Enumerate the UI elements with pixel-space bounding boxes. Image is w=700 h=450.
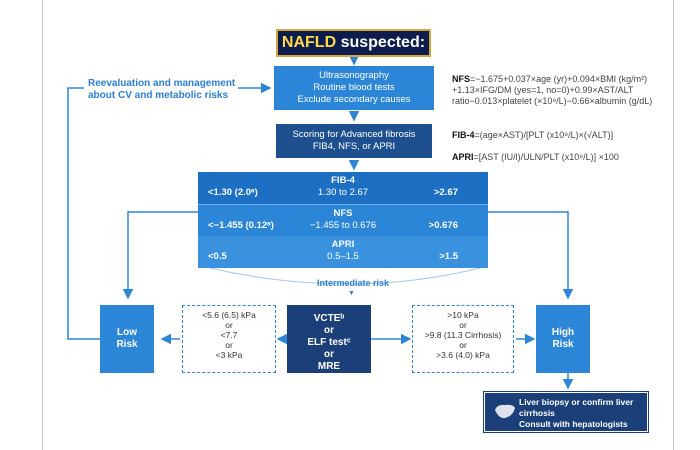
score-name: FIB-4 xyxy=(331,175,355,186)
high-threshold: >10 kPa xyxy=(447,310,479,320)
test-line: or xyxy=(324,325,334,336)
score-low: <−1.455 (0.12ᵃ) xyxy=(208,220,274,231)
initial-item: Exclude secondary causes xyxy=(297,94,411,105)
scoring-line: Scoring for Advanced fibrosis xyxy=(292,129,416,140)
score-low: <0.5 xyxy=(208,251,227,262)
score-row-apri: APRI <0.5 0.5–1.5 >1.5 xyxy=(198,236,488,268)
score-high: >1.5 xyxy=(439,251,458,262)
intermediate-risk-label: Intermediate risk xyxy=(316,278,390,288)
high-threshold: or xyxy=(459,320,467,330)
score-mid: 1.30 to 2.67 xyxy=(317,187,369,198)
fib4-formula: FIB-4=(age×AST)/[PLT (x10⁹/L)×(√ALT)] xyxy=(452,130,682,141)
low-threshold-box: <5.6 (6.5) kPa or <7.7 or <3 kPa xyxy=(182,305,276,373)
nfs-formula-text: =−1.675+0.037×age (yr)+0.094×BMI (kg/m²)… xyxy=(452,74,653,106)
score-table: FIB-4 <1.30 (2.0ᵃ) 1.30 to 2.67 >2.67 NF… xyxy=(198,172,488,268)
score-name: APRI xyxy=(331,239,355,250)
test-line: MRE xyxy=(317,361,341,372)
high-risk-line: Risk xyxy=(552,339,574,350)
low-threshold: or xyxy=(225,340,233,350)
score-mid: 0.5–1.5 xyxy=(327,251,359,262)
liver-icon xyxy=(495,404,515,419)
initial-item: Ultrasonography xyxy=(319,70,389,81)
score-mid: −1.455 to 0.676 xyxy=(309,220,377,231)
low-threshold: or xyxy=(225,320,233,330)
initial-workup-box: Ultrasonography Routine blood tests Excl… xyxy=(274,66,434,110)
apri-formula: APRI=[AST (IU/l)/ULN/PLT (x10⁹/L)] ×100 xyxy=(452,152,682,163)
test-line: or xyxy=(324,349,334,360)
liver-line: Consult with hepatologists xyxy=(519,419,628,429)
low-threshold: <7.7 xyxy=(220,330,238,340)
high-threshold: >3.6 (4.0) kPa xyxy=(436,350,490,360)
low-risk-box: Low Risk xyxy=(100,305,154,373)
score-name: NFS xyxy=(333,208,353,219)
apri-formula-name: APRI xyxy=(452,152,474,162)
score-row-fib4: FIB-4 <1.30 (2.0ᵃ) 1.30 to 2.67 >2.67 xyxy=(198,172,488,204)
high-threshold-box: >10 kPa or >9.8 (11.3 Cirrhosis) or >3.6… xyxy=(412,305,514,373)
low-risk-line: Risk xyxy=(116,339,138,350)
page-title: NAFLD suspected: xyxy=(276,29,431,57)
fib4-formula-text: =(age×AST)/[PLT (x10⁹/L)×(√ALT)] xyxy=(474,130,614,140)
high-threshold: or xyxy=(459,340,467,350)
chevron-down-icon: ▼ xyxy=(348,290,355,297)
score-high: >2.67 xyxy=(433,187,458,198)
reevaluation-label: Reevaluation and management about CV and… xyxy=(88,78,236,101)
fib4-formula-name: FIB-4 xyxy=(452,130,475,140)
test-line: ELF testᶜ xyxy=(307,337,351,348)
title-suspected: suspected: xyxy=(336,34,426,51)
low-threshold: <3 kPa xyxy=(215,350,243,360)
high-risk-box: High Risk xyxy=(536,305,590,373)
title-nafld: NAFLD xyxy=(281,34,337,51)
initial-item: Routine blood tests xyxy=(313,82,395,93)
test-line: VCTEᵇ xyxy=(313,313,345,324)
liver-line: Liver biopsy or confirm liver cirrhosis xyxy=(519,397,634,418)
scoring-line: FIB4, NFS, or APRI xyxy=(312,141,396,152)
low-threshold: <5.6 (6.5) kPa xyxy=(202,310,256,320)
high-risk-line: High xyxy=(551,327,575,338)
high-threshold: >9.8 (11.3 Cirrhosis) xyxy=(424,330,502,340)
score-low: <1.30 (2.0ᵃ) xyxy=(208,187,258,198)
test-box: VCTEᵇ or ELF testᶜ or MRE xyxy=(287,305,371,373)
score-row-nfs: NFS <−1.455 (0.12ᵃ) −1.455 to 0.676 >0.6… xyxy=(198,204,488,238)
nfs-formula-name: NFS xyxy=(452,74,470,84)
low-risk-line: Low xyxy=(117,327,137,338)
scoring-box: Scoring for Advanced fibrosis FIB4, NFS,… xyxy=(276,124,432,158)
score-high: >0.676 xyxy=(428,220,458,231)
nfs-formula: NFS=−1.675+0.037×age (yr)+0.094×BMI (kg/… xyxy=(452,74,682,107)
page-frame xyxy=(42,0,674,450)
apri-formula-text: =[AST (IU/l)/ULN/PLT (x10⁹/L)] ×100 xyxy=(473,152,619,162)
liver-biopsy-box: Liver biopsy or confirm liver cirrhosis … xyxy=(483,391,649,433)
